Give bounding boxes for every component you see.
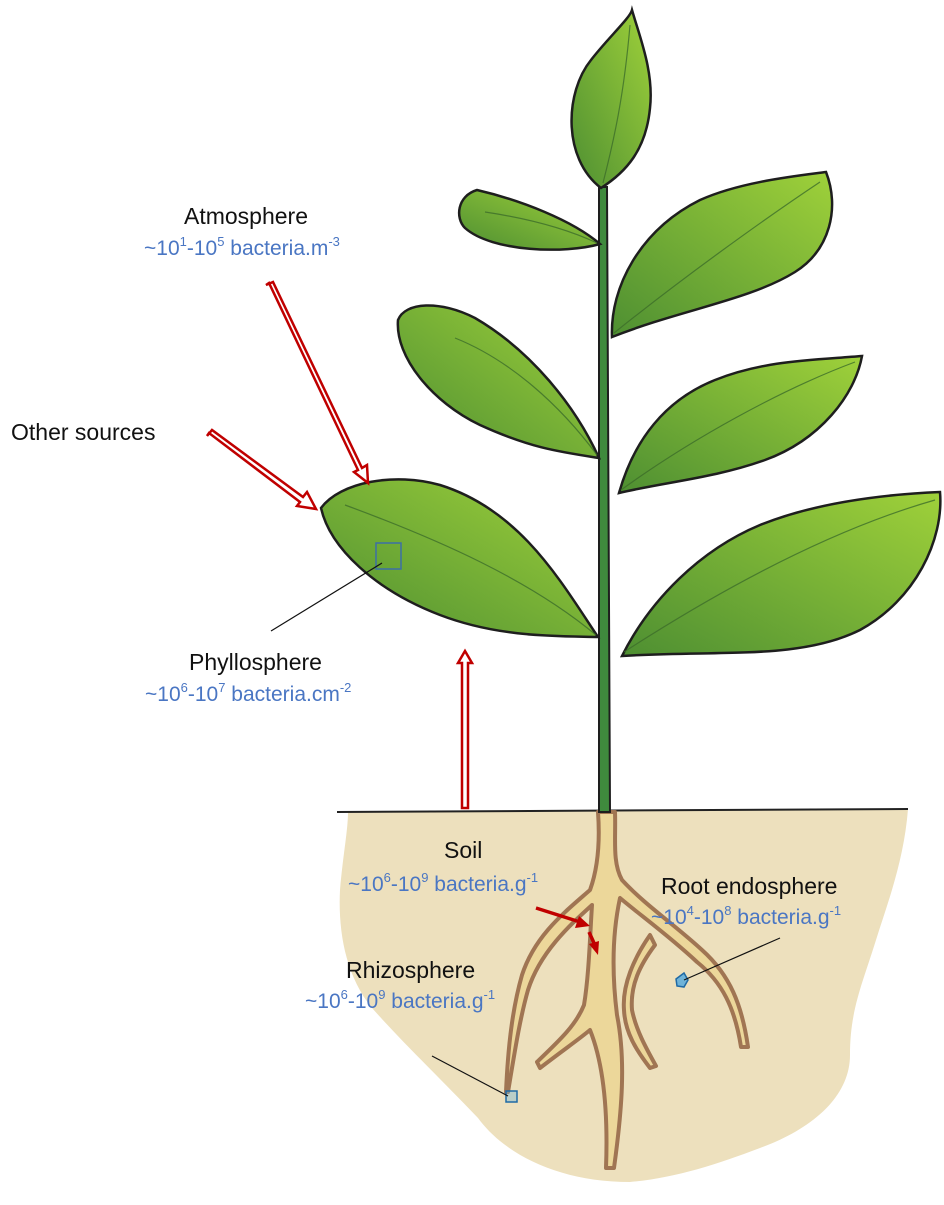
root-endosphere-count: ~104-108 bacteria.g-1	[651, 907, 841, 928]
phyllosphere-count: ~106-107 bacteria.cm-2	[145, 684, 351, 705]
root-endosphere-label: Root endosphere	[661, 875, 837, 898]
soil-count: ~106-109 bacteria.g-1	[348, 874, 538, 895]
atmosphere-count: ~101-105 bacteria.m-3	[144, 238, 340, 259]
leaf-top	[572, 10, 651, 188]
soil-to-leaf-arrow	[458, 651, 472, 808]
other-sources-label: Other sources	[11, 421, 155, 444]
atmosphere-label: Atmosphere	[184, 205, 308, 228]
rhizosphere-sample-box	[506, 1091, 517, 1102]
leaves	[321, 10, 940, 656]
leaf-mid-right	[619, 356, 862, 493]
leaf-phyllosphere	[321, 479, 598, 637]
leaf-mid-left	[398, 305, 599, 458]
plant-stem	[599, 187, 610, 812]
other-sources-arrow	[207, 430, 316, 509]
leaf-lower-right	[622, 492, 940, 656]
atmosphere-arrow	[266, 282, 368, 483]
soil-label: Soil	[444, 839, 482, 862]
rhizosphere-count: ~106-109 bacteria.g-1	[305, 991, 495, 1012]
rhizosphere-label: Rhizosphere	[346, 959, 475, 982]
phyllosphere-label: Phyllosphere	[189, 651, 322, 674]
